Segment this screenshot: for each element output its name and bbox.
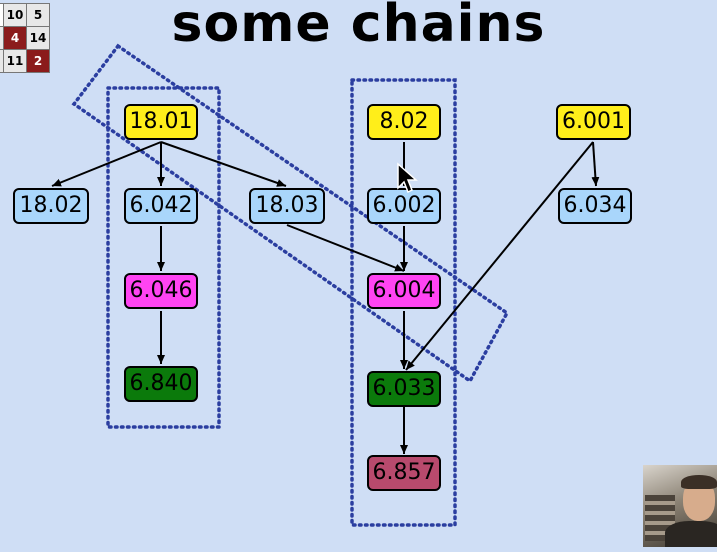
node-6-840: 6.840 [124, 366, 198, 402]
grid-cell: 5 [26, 3, 50, 27]
node-8-02: 8.02 [367, 104, 441, 140]
node-6-002: 6.002 [367, 188, 441, 224]
node-6-004: 6.004 [367, 273, 441, 309]
chain-outline-middle [350, 78, 457, 527]
edge-1803-6004 [286, 224, 405, 272]
node-18-02: 18.02 [13, 188, 89, 224]
slide-title: some chains [171, 0, 546, 54]
edge-1801-1803 [160, 141, 287, 187]
node-6-001: 6.001 [556, 104, 631, 140]
grid-cell: 11 [3, 49, 27, 73]
node-6-042: 6.042 [124, 188, 198, 224]
grid-cell: 10 [3, 3, 27, 27]
edge-6001-6033 [405, 141, 594, 371]
node-18-03: 18.03 [249, 188, 325, 224]
node-6-033: 6.033 [367, 371, 441, 407]
node-18-01: 18.01 [124, 104, 198, 140]
grid-cell: 2 [26, 49, 50, 73]
number-grid: 10 5 1 4 14 8 11 2 [0, 3, 50, 73]
chain-outline-diagonal [71, 43, 510, 384]
node-6-046: 6.046 [124, 273, 198, 309]
webcam-person-hair [681, 475, 717, 489]
webcam-thumbnail [643, 465, 717, 547]
node-6-857: 6.857 [367, 455, 441, 491]
webcam-person-body [665, 521, 717, 547]
node-6-034: 6.034 [558, 188, 632, 224]
mouse-cursor-icon [397, 162, 418, 194]
edge-1801-1802 [51, 141, 162, 187]
chain-outline-left [106, 86, 221, 429]
edge-6001-6034 [591, 141, 600, 187]
grid-cell: 4 [3, 26, 27, 50]
